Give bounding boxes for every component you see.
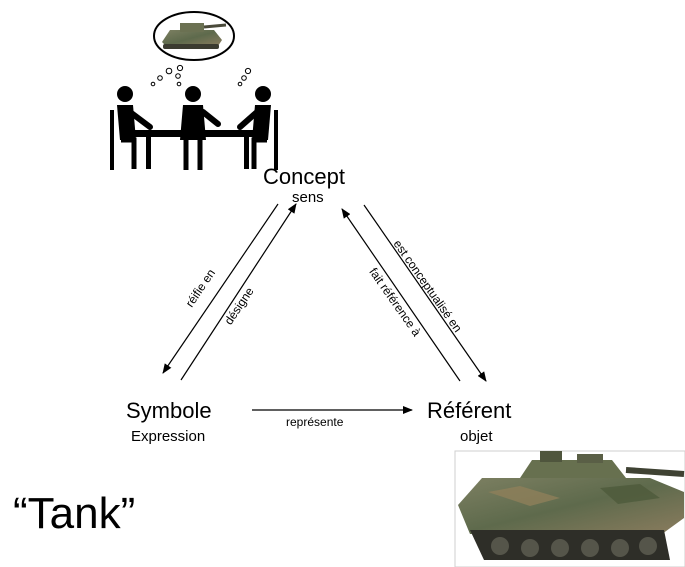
three-people-at-table-icon (110, 86, 278, 170)
arrow-concept-to-symbol (162, 203, 279, 374)
thought-bubble-tank-icon (150, 11, 252, 87)
symbol-subtitle: Expression (131, 428, 206, 445)
referent-subtitle: objet (460, 428, 493, 445)
example-word-tank: “Tank” (13, 489, 136, 538)
arrow-symbol-to-concept (180, 203, 297, 381)
arrow-referent-to-concept (341, 208, 461, 382)
tank-photo (454, 450, 685, 567)
concept-title: Concept (263, 164, 345, 189)
symbol-title: Symbole (126, 398, 212, 423)
diagram-arrows (162, 203, 487, 414)
referent-title: Référent (427, 398, 512, 423)
edge-label-represente: représente (286, 415, 344, 429)
arrow-concept-to-referent (363, 204, 487, 382)
concept-subtitle: sens (292, 189, 324, 206)
